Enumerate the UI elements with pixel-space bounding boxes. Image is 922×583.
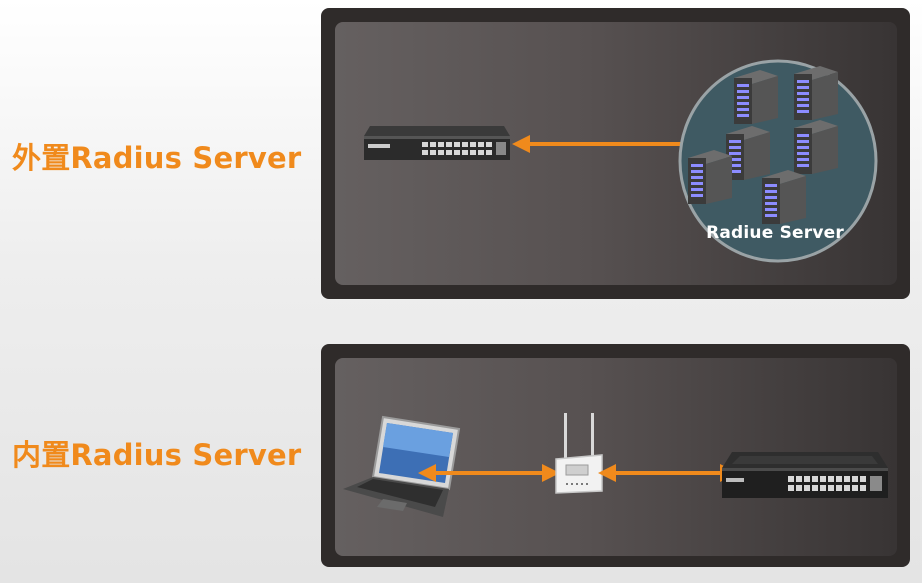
external-radius-label: 外置Radius Server bbox=[12, 141, 302, 175]
internal-radius-label: 内置Radius Server bbox=[12, 438, 302, 472]
wireless-access-point-icon bbox=[555, 413, 603, 494]
network-switch-icon bbox=[364, 126, 510, 160]
double-arrow-icon bbox=[418, 464, 560, 482]
radius-server-label: Radiue Server bbox=[706, 223, 844, 243]
rack-server-icon bbox=[688, 66, 838, 224]
double-arrow-icon bbox=[598, 464, 738, 482]
network-switch-icon bbox=[722, 452, 888, 498]
radius-server-cluster bbox=[678, 59, 878, 263]
